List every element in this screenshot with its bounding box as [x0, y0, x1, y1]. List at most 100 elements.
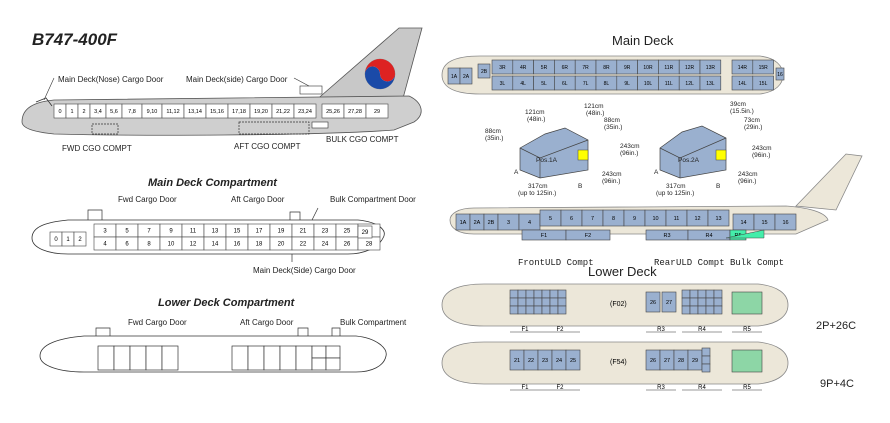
side-f2-label: F2 — [585, 233, 591, 239]
dim-243-a: 243cm — [620, 143, 640, 150]
pos1a-label: Pos.1A — [536, 157, 558, 164]
top-pos-1-label: 1 — [70, 109, 73, 115]
lc1-f-0-0-box — [509, 289, 519, 299]
top-pos-13-label: 23,24 — [298, 109, 312, 115]
lc1-r-3-1-box — [705, 297, 715, 307]
nose-door-label: Main Deck(Nose) Cargo Door — [58, 75, 164, 84]
dim-88-left: 88cm — [485, 128, 501, 135]
top-pos-4-label: 5,6 — [110, 109, 118, 115]
lc2-r-3-label: 29 — [692, 358, 698, 364]
main-l-2-label: 5L — [541, 81, 547, 87]
md-nose-2-label: 2 — [78, 237, 82, 243]
md-lower-0-label: 4 — [103, 242, 107, 248]
side-cargo-door-label: Main Deck(Side) Cargo Door — [253, 266, 356, 275]
lc1-f-0-2-box — [509, 305, 519, 315]
md-nose-2-box — [73, 231, 87, 247]
dim-125-right: (up to 125in.) — [656, 190, 694, 197]
main-16-label: 16 — [777, 72, 783, 78]
lc1-r-2-1-box — [697, 297, 707, 307]
lc1-r-4-1-box — [713, 297, 723, 307]
main-deck-heading: Main Deck — [612, 33, 674, 48]
lc1-r-0-0-box — [681, 289, 691, 299]
main-l-12-label: 15L — [759, 81, 768, 87]
main-r-13-box — [699, 59, 722, 75]
scale1-label-3: R4 — [698, 327, 706, 333]
lc1-f-5-2-box — [549, 305, 559, 315]
top-pos-3-label: 3,4 — [94, 109, 102, 115]
main-l-4-label: 7L — [583, 81, 589, 87]
scale1-label-0: F1 — [521, 327, 529, 333]
main-l-10-label: 13L — [706, 81, 715, 87]
main-r-6-label: 6R — [562, 65, 569, 71]
md-upper-5-label: 13 — [212, 229, 219, 235]
main-l-11-label: 14L — [738, 81, 747, 87]
md-upper-4-label: 11 — [190, 229, 197, 235]
md-lower-10-label: 24 — [322, 242, 329, 248]
dim-15: (15.5in.) — [730, 108, 754, 115]
lc1-r-2-2-box — [697, 305, 707, 315]
lc1-r-0-1-box — [681, 297, 691, 307]
top-pos-6-label: 9,10 — [147, 109, 158, 115]
scale2-label-4: R5 — [743, 385, 751, 391]
dim-39: 39cm — [730, 101, 746, 108]
lc1-f-6-1-box — [557, 297, 567, 307]
dim-96-a: (96in.) — [620, 150, 638, 157]
main-15r-label: 15R — [759, 65, 769, 71]
lc1-r-3-2-box — [705, 305, 715, 315]
aft-cargo-outline — [238, 121, 310, 135]
scale2-label-1: F2 — [556, 385, 564, 391]
side-pos-13-label: 13 — [715, 216, 721, 222]
side-pos-2-label: 2B — [488, 220, 495, 226]
md-upper-6-label: 15 — [234, 229, 241, 235]
main-r-5-label: 5R — [541, 65, 548, 71]
lc2-f-4-label: 25 — [570, 358, 576, 364]
scale1-label-1: F2 — [556, 327, 564, 333]
main-l-5-label: 8L — [604, 81, 610, 87]
main-deck-compartment-title: Main Deck Compartment — [148, 177, 277, 189]
lc1-r-2-0-box — [697, 289, 707, 299]
lc1-26-label: 26 — [650, 300, 656, 306]
bulk-area-2 — [731, 349, 763, 373]
side-pos-14-label: 14 — [740, 220, 746, 226]
lc1-r-4-0-box — [713, 289, 723, 299]
side-pos-6-label: 6 — [570, 216, 573, 222]
scale2-label-2: R3 — [657, 385, 665, 391]
main-r-13-label: 13R — [706, 65, 716, 71]
main-2a-box — [459, 67, 473, 85]
lc1-f-6-0-box — [557, 289, 567, 299]
lc1-f-4-1-box — [541, 297, 551, 307]
md-lower-8-label: 20 — [278, 242, 285, 248]
dim-35-left: (35in.) — [485, 135, 503, 142]
md-nose-0-label: 0 — [54, 237, 58, 243]
main-r-3-label: 3R — [499, 65, 506, 71]
side-f1-label: F1 — [541, 233, 547, 239]
uld-dimension-diagrams: Pos.1A Pos.2A 121cm (48in.) 88cm (35in.)… — [485, 101, 772, 197]
md-tail-box — [357, 225, 373, 239]
fwd-compt-label: FWD CGO COMPT — [62, 144, 132, 153]
dim-96-d: (96in.) — [738, 178, 756, 185]
label-b-right: B — [716, 183, 720, 190]
top-pos-5-label: 7,8 — [128, 109, 136, 115]
lc1-f-0-1-box — [509, 297, 519, 307]
md-upper-0-label: 3 — [103, 229, 107, 235]
top-pos-8-label: 13,14 — [188, 109, 202, 115]
top-pos-16-label: 29 — [374, 109, 380, 115]
main-1a-label: 1A — [451, 74, 458, 80]
md-upper-7-label: 17 — [256, 229, 263, 235]
dim-317-left: 317cm — [528, 183, 548, 190]
label-b-left: B — [578, 183, 582, 190]
main-l-9-label: 12L — [685, 81, 694, 87]
main-l-3-label: 6L — [562, 81, 568, 87]
dim-96-c: (96in.) — [752, 152, 770, 159]
md-upper-10-label: 23 — [322, 229, 329, 235]
lc1-f-4-2-box — [541, 305, 551, 315]
dim-96-b: (96in.) — [602, 178, 620, 185]
top-pos-0-label: 0 — [58, 109, 61, 115]
main-r-12-label: 12R — [685, 65, 695, 71]
lc1-f-3-0-box — [533, 289, 543, 299]
scale2-label-3: R4 — [698, 385, 706, 391]
dim-243-c: 243cm — [752, 145, 772, 152]
